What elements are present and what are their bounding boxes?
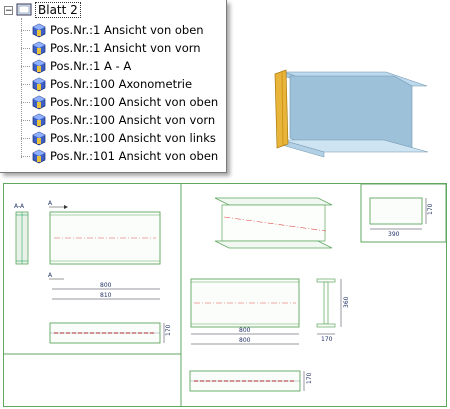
small-panel-frame xyxy=(360,184,446,243)
beam-web xyxy=(289,75,413,149)
iso-web xyxy=(221,204,326,242)
tree-item[interactable]: Pos.Nr.:1 Ansicht von vorn xyxy=(21,39,201,57)
view-icon xyxy=(32,41,46,55)
view-icon xyxy=(32,77,46,91)
tree-item[interactable]: Pos.Nr.:101 Ansicht von oben xyxy=(21,147,218,165)
sheet-icon xyxy=(16,3,32,16)
dimension-label: 170 xyxy=(165,324,172,336)
dimension-label: 800 xyxy=(239,327,251,334)
view-icon xyxy=(32,95,46,109)
tree-item-label: Pos.Nr.:1 A - A xyxy=(50,59,132,73)
dimension-label: 800 xyxy=(239,337,251,344)
tree-connector-line xyxy=(21,18,22,158)
view-icon xyxy=(32,59,46,73)
tree-item-label: Pos.Nr.:1 Ansicht von vorn xyxy=(50,41,201,55)
tree-panel: − Blatt 2 Pos.Nr.:1 Ansicht von oben Pos… xyxy=(0,0,227,173)
dimension-label: 390 xyxy=(388,231,400,238)
dimension-label: 170 xyxy=(321,336,333,343)
end-plate xyxy=(274,69,289,149)
dimension-label: 170 xyxy=(306,372,313,384)
plate-view xyxy=(369,197,423,225)
iso-bottom-flange xyxy=(214,240,333,249)
tree-item[interactable]: Pos.Nr.:100 Ansicht von links xyxy=(21,129,216,147)
dimension-label: 800 xyxy=(100,282,112,289)
view-icon xyxy=(32,113,46,127)
tree-root-node[interactable]: − Blatt 2 xyxy=(4,2,81,18)
dimension-label: 170 xyxy=(427,203,434,215)
tree-item-label: Pos.Nr.:100 Ansicht von links xyxy=(50,131,216,145)
side-view-flange xyxy=(316,323,336,328)
section-marker: A xyxy=(48,272,53,279)
tree-item-label: Pos.Nr.:1 Ansicht von oben xyxy=(50,23,204,37)
tree-item[interactable]: Pos.Nr.:100 Axonometrie xyxy=(21,75,192,93)
section-marker: A xyxy=(48,200,53,207)
collapse-icon[interactable]: − xyxy=(4,5,13,16)
tree-item-label: Pos.Nr.:100 Ansicht von vorn xyxy=(50,113,216,127)
tree-item-label: Pos.Nr.:100 Ansicht von oben xyxy=(50,95,219,109)
tree-item[interactable]: Pos.Nr.:100 Ansicht von vorn xyxy=(21,111,215,129)
dimension-label: 360 xyxy=(343,296,350,308)
drawing-canvas: A-A A A 800 810 170 xyxy=(4,184,446,406)
side-view-web xyxy=(323,281,329,325)
iso-top-flange xyxy=(214,197,333,206)
tree-item[interactable]: Pos.Nr.:1 Ansicht von oben xyxy=(21,21,204,39)
view-icon xyxy=(32,149,46,163)
beam-3d-view xyxy=(274,69,429,158)
tree-item[interactable]: Pos.Nr.:1 A - A xyxy=(21,57,131,75)
tree-item-label: Pos.Nr.:101 Ansicht von oben xyxy=(50,149,219,163)
center-line xyxy=(223,216,327,232)
tree-item[interactable]: Pos.Nr.:100 Ansicht von oben xyxy=(21,93,218,111)
view-icon xyxy=(32,131,46,145)
dimension-label: 810 xyxy=(100,292,112,299)
drawing-sheet: A-A A A 800 810 170 xyxy=(3,183,447,407)
tree-item-label: Pos.Nr.:100 Axonometrie xyxy=(50,77,193,91)
section-label: A-A xyxy=(14,203,25,210)
side-view-flange xyxy=(316,278,336,283)
tree-root-label: Blatt 2 xyxy=(35,2,81,18)
view-icon xyxy=(32,23,46,37)
